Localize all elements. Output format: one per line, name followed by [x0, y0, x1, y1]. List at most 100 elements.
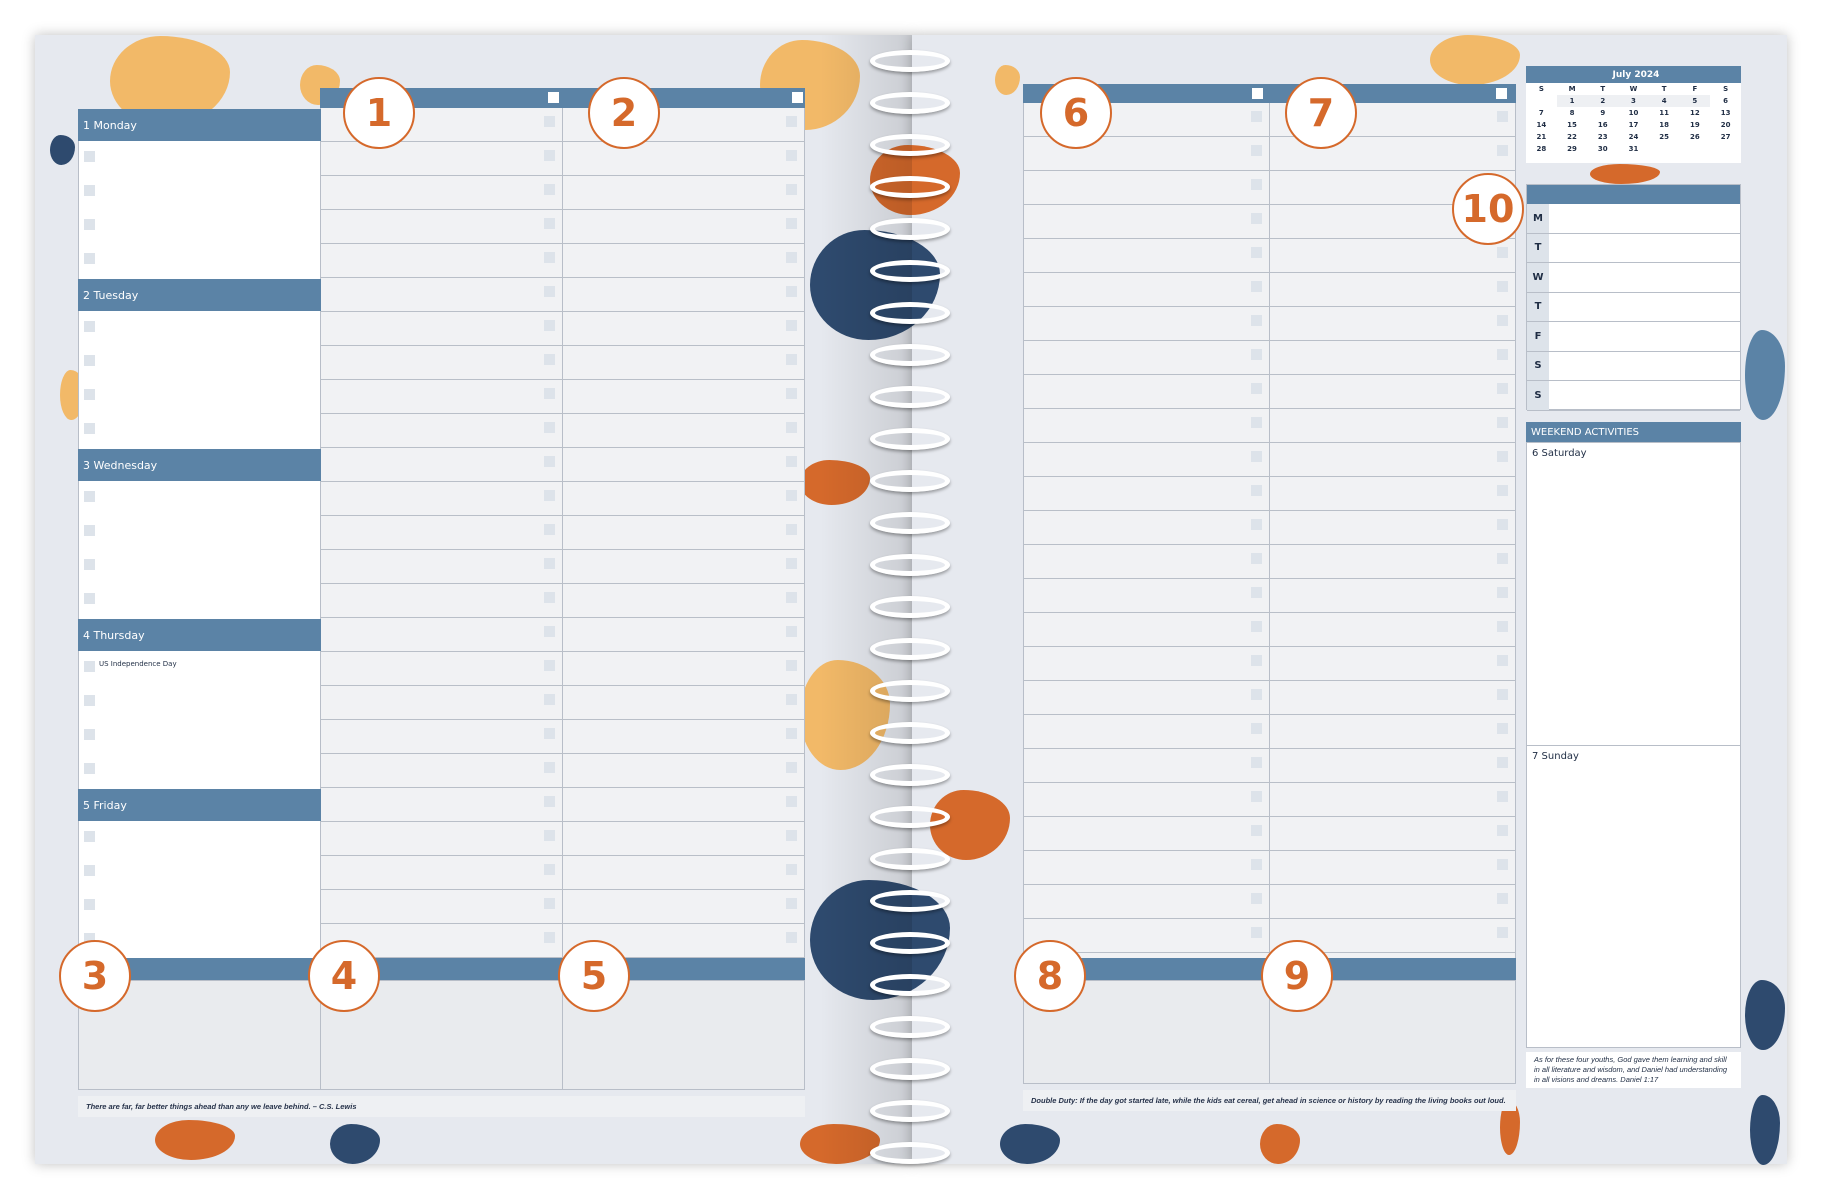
checkbox[interactable]: [544, 456, 555, 467]
calendar-day[interactable]: 1: [1556, 95, 1588, 107]
checkbox[interactable]: [544, 728, 555, 739]
checkbox[interactable]: [786, 524, 797, 535]
checkbox[interactable]: [786, 116, 797, 127]
checkbox[interactable]: [1251, 893, 1262, 904]
checkbox[interactable]: [84, 321, 95, 332]
checkbox[interactable]: [1251, 145, 1262, 156]
checkbox[interactable]: [544, 354, 555, 365]
calendar-day[interactable]: 17: [1628, 121, 1639, 129]
checkbox[interactable]: [84, 389, 95, 400]
checkbox[interactable]: [544, 558, 555, 569]
checkbox[interactable]: [84, 525, 95, 536]
week-tracker-row[interactable]: S: [1527, 351, 1740, 381]
checkbox[interactable]: [84, 253, 95, 264]
checkbox[interactable]: [1251, 723, 1262, 734]
checkbox[interactable]: [544, 932, 555, 943]
task-column-6[interactable]: [1023, 102, 1270, 959]
checkbox[interactable]: [1497, 247, 1508, 258]
calendar-day[interactable]: 27: [1720, 133, 1731, 141]
checkbox[interactable]: [544, 252, 555, 263]
checkbox[interactable]: [544, 592, 555, 603]
checkbox[interactable]: [84, 151, 95, 162]
header-checkbox[interactable]: [548, 92, 559, 103]
checkbox[interactable]: [1497, 859, 1508, 870]
checkbox[interactable]: [544, 796, 555, 807]
checkbox[interactable]: [786, 932, 797, 943]
calendar-day[interactable]: 21: [1536, 133, 1547, 141]
sunday-box[interactable]: 7 Sunday: [1526, 745, 1741, 1048]
checkbox[interactable]: [544, 388, 555, 399]
task-column-2[interactable]: [562, 107, 805, 959]
checkbox[interactable]: [1251, 825, 1262, 836]
calendar-day[interactable]: 29: [1567, 145, 1577, 153]
week-tracker-row[interactable]: M: [1527, 204, 1740, 234]
checkbox[interactable]: [786, 592, 797, 603]
checkbox[interactable]: [1251, 111, 1262, 122]
notes-box-left[interactable]: [78, 980, 805, 1090]
checkbox[interactable]: [786, 626, 797, 637]
calendar-day[interactable]: 15: [1567, 121, 1577, 129]
checkbox[interactable]: [1251, 179, 1262, 190]
checkbox[interactable]: [1251, 213, 1262, 224]
checkbox[interactable]: [786, 864, 797, 875]
checkbox[interactable]: [786, 762, 797, 773]
checkbox[interactable]: [544, 830, 555, 841]
week-tracker-row[interactable]: W: [1527, 263, 1740, 293]
checkbox[interactable]: [84, 185, 95, 196]
calendar-day[interactable]: 22: [1567, 133, 1577, 141]
checkbox[interactable]: [786, 218, 797, 229]
checkbox[interactable]: [1497, 417, 1508, 428]
calendar-day[interactable]: [1526, 95, 1557, 107]
checkbox[interactable]: [1497, 587, 1508, 598]
checkbox[interactable]: [1497, 689, 1508, 700]
calendar-day[interactable]: 19: [1689, 121, 1700, 129]
checkbox[interactable]: [1497, 451, 1508, 462]
checkbox[interactable]: [1497, 519, 1508, 530]
checkbox[interactable]: [1497, 111, 1508, 122]
calendar-day[interactable]: 25: [1659, 133, 1670, 141]
checkbox[interactable]: [84, 831, 95, 842]
calendar-day[interactable]: 30: [1597, 145, 1608, 153]
checkbox[interactable]: [1251, 247, 1262, 258]
checkbox[interactable]: [1497, 383, 1508, 394]
calendar-day[interactable]: 20: [1720, 121, 1731, 129]
checkbox[interactable]: [786, 558, 797, 569]
checkbox[interactable]: [1251, 349, 1262, 360]
calendar-day[interactable]: 16: [1597, 121, 1608, 129]
calendar-day[interactable]: 8: [1569, 109, 1575, 117]
checkbox[interactable]: [786, 320, 797, 331]
checkbox[interactable]: [1497, 315, 1508, 326]
checkbox[interactable]: [1497, 825, 1508, 836]
checkbox[interactable]: [84, 865, 95, 876]
checkbox[interactable]: [84, 763, 95, 774]
checkbox[interactable]: [1251, 281, 1262, 292]
calendar-day[interactable]: 4: [1648, 95, 1680, 107]
checkbox[interactable]: [1251, 451, 1262, 462]
checkbox[interactable]: [1497, 621, 1508, 632]
checkbox[interactable]: [84, 355, 95, 366]
week-tracker-row[interactable]: T: [1527, 233, 1740, 263]
calendar-day[interactable]: 5: [1679, 95, 1711, 107]
calendar-day[interactable]: 13: [1720, 109, 1731, 117]
checkbox[interactable]: [786, 694, 797, 705]
checkbox[interactable]: [544, 218, 555, 229]
checkbox[interactable]: [1497, 349, 1508, 360]
header-checkbox[interactable]: [1496, 88, 1507, 99]
task-column-1[interactable]: [320, 107, 563, 959]
checkbox[interactable]: [786, 456, 797, 467]
checkbox[interactable]: [1251, 315, 1262, 326]
calendar-day[interactable]: 2: [1587, 95, 1619, 107]
checkbox[interactable]: [1251, 791, 1262, 802]
checkbox[interactable]: [786, 354, 797, 365]
calendar-day[interactable]: 6: [1723, 97, 1729, 105]
checkbox[interactable]: [544, 422, 555, 433]
calendar-day[interactable]: 9: [1600, 109, 1606, 117]
checkbox[interactable]: [786, 252, 797, 263]
calendar-day[interactable]: 31: [1628, 145, 1639, 153]
checkbox[interactable]: [84, 559, 95, 570]
checkbox[interactable]: [786, 660, 797, 671]
calendar-day[interactable]: 14: [1536, 121, 1547, 129]
checkbox[interactable]: [544, 116, 555, 127]
checkbox[interactable]: [544, 286, 555, 297]
